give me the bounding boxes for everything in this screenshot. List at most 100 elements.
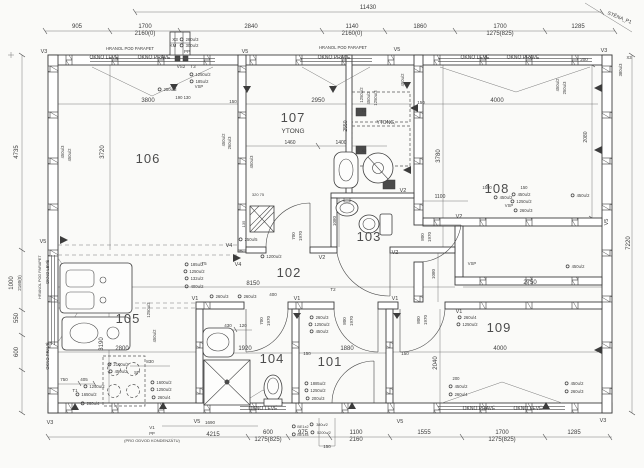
vent-label: T5 — [201, 261, 207, 266]
vent-label: V2 — [400, 188, 407, 194]
outlet-label: 450u/2 — [518, 192, 531, 197]
vent-label: V5 — [194, 419, 201, 425]
dim-label: 200 — [453, 376, 461, 381]
outlet-label: 450u/2 — [316, 329, 329, 334]
dim-label: 2160(0) — [342, 31, 363, 37]
vent-label: V5 — [394, 47, 401, 53]
dim-label: 2800 — [115, 346, 129, 352]
outlet-label: 260u/3 — [216, 294, 229, 299]
outlet-label: 450u/2 — [400, 73, 405, 86]
room-number: 105 — [116, 311, 141, 326]
dim-label: 905 — [72, 24, 83, 30]
outlet-symbol — [570, 193, 575, 198]
dim-label: 150 — [303, 351, 311, 356]
dim-label: 1100 — [350, 430, 364, 436]
vent-label: V2 — [456, 214, 463, 220]
outlet-label: 200u/3 — [312, 396, 325, 401]
dim-label: 3720 — [100, 145, 106, 159]
outlet-symbol — [565, 264, 570, 269]
outlet-label: 400u/2 — [191, 284, 204, 289]
outlet-label: 132u/2 — [191, 276, 204, 281]
misc-annotations — [8, 2, 633, 447]
outlet-label: 450u/2 — [115, 369, 128, 374]
dim-label: 150 — [229, 99, 237, 104]
window-label: OKNO PRAVÉ — [507, 54, 540, 61]
dim-label: 550 — [14, 312, 20, 323]
vent-label: V4 — [226, 243, 233, 249]
vent-label: T2 — [362, 108, 367, 113]
tech-basin — [333, 151, 359, 189]
outlet-symbol — [237, 294, 242, 299]
dim-label: 150 — [323, 444, 331, 449]
dim-label: 380u/3 — [618, 63, 623, 76]
vent-label: V4 — [235, 262, 242, 268]
outlet-symbol — [513, 208, 518, 213]
boiler-icon — [362, 152, 394, 184]
dim-label: 4000 — [493, 346, 507, 352]
material-label: YTONG — [282, 128, 305, 135]
vent-label: V2 — [319, 255, 326, 261]
outlet-symbol — [304, 388, 309, 393]
outlet-symbol — [151, 395, 156, 400]
dim-label: 430 — [224, 323, 232, 328]
dim-label: 975 — [298, 430, 309, 436]
dim-label: 800 — [420, 233, 425, 241]
dim-label: 1970 — [423, 314, 428, 325]
outlet-label: 260u/3 — [520, 208, 533, 213]
room-number: 108 — [485, 181, 510, 196]
window-label: OKNO PRAVÉ — [463, 405, 496, 412]
outlet-label: 450u/2 — [555, 78, 560, 91]
dim-label: 800 — [416, 316, 421, 324]
room-number: 102 — [277, 265, 302, 280]
bathroom-104 — [202, 327, 283, 407]
note-label: STĚNA_P1 — [606, 9, 633, 26]
outlet-label: 260u/3 — [186, 37, 199, 42]
outlet-label: 1250u/2 — [89, 384, 105, 389]
outlet-symbol — [179, 43, 184, 48]
dim-label: 1080 — [431, 268, 436, 279]
dim-label: 1140 — [346, 24, 360, 30]
outlet-symbol — [209, 294, 214, 299]
outlet-label: 450u/2 — [366, 91, 371, 104]
dim-label: 2040 — [433, 356, 439, 370]
outlet-label: 450u/2 — [67, 148, 72, 161]
window-label: OKNO LEVÉ — [45, 260, 50, 284]
outlet-symbol — [309, 315, 314, 320]
outlet-label: 1250u/2 — [462, 322, 478, 327]
outlet-label: 250u/3 — [562, 81, 567, 94]
door-108-closet — [417, 224, 462, 263]
outlet-label: 1250u/2 — [516, 199, 532, 204]
doors — [245, 202, 462, 404]
outlet-label: 1250u/2 — [189, 269, 205, 274]
door-101 — [333, 308, 379, 353]
outlet-symbol — [157, 87, 162, 92]
outlet-label: 1250u/2 — [314, 322, 330, 327]
vent-label: X3 — [626, 55, 632, 60]
outlet-symbol — [448, 392, 453, 397]
outlet-label: 260u/4 — [455, 392, 468, 397]
vent-label: V1 — [149, 425, 155, 430]
outlet-label: 300u/2 — [186, 43, 199, 48]
outlet-symbol — [456, 322, 461, 327]
outlet-symbol — [184, 276, 189, 281]
material-label: YTONG, — [376, 120, 395, 126]
dim-label: 830 — [146, 359, 154, 364]
dim-label: 1970 — [427, 231, 432, 242]
vent-label: V3 — [600, 418, 607, 424]
dim-label: 120 — [239, 323, 247, 328]
outlet-symbol — [493, 195, 498, 200]
outlet-symbol — [189, 79, 194, 84]
outlet-label: 2100u/2 — [113, 362, 129, 367]
outlet-label: 250u/5 — [245, 237, 258, 242]
dim-label: 1700 — [493, 24, 507, 30]
vent-label: V5 — [242, 49, 249, 55]
window-label: OKNO PRAVÉ — [45, 342, 50, 370]
kitchen-sink-unit — [59, 262, 133, 314]
outlet-label: 450u/2 — [221, 133, 226, 146]
outlet-label: 250u/3 — [164, 87, 177, 92]
vent-label: V3 — [601, 48, 608, 54]
dim-label: 1970 — [298, 230, 303, 241]
vent-label: SP — [134, 370, 140, 375]
